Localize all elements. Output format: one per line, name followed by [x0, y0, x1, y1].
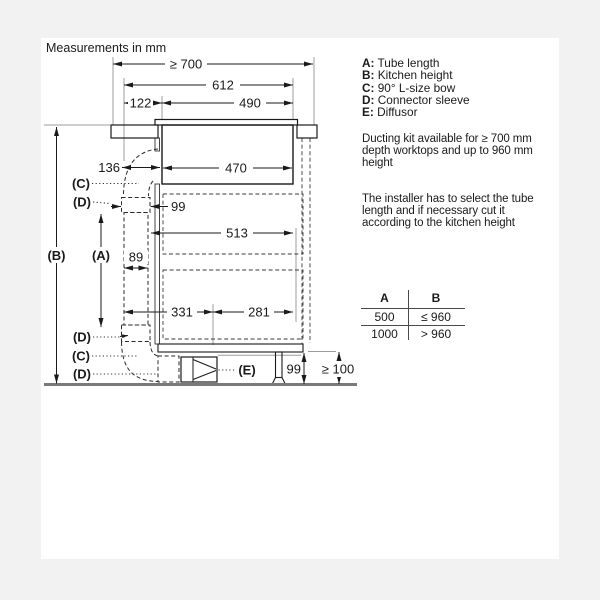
furniture-structure [44, 118, 357, 386]
dim-612: 612 [212, 78, 234, 93]
worktop-left [110, 124, 159, 139]
dim-99-sleeve: 99 [171, 199, 185, 214]
spec-card: ≥ 700 612 122 490 136 470 99 513 89 331 … [41, 38, 559, 559]
table-header-row: A B [361, 288, 465, 309]
dim-89: 89 [129, 250, 143, 265]
dim-136: 136 [98, 160, 120, 175]
label-B: (B) [47, 248, 65, 263]
table-header-a: A [380, 291, 389, 305]
cabinet-bottom-panel [157, 343, 304, 353]
tube-length-table: A B 500 ≤ 960 1000 > 960 [361, 288, 465, 342]
label-D-top: (D) [73, 195, 91, 210]
legend-item-e: E: Diffusor [362, 105, 418, 120]
label-D-bottom1: (D) [73, 330, 91, 345]
label-E: (E) [238, 363, 255, 378]
hob-top-plate [154, 118, 299, 126]
text-backings [46, 57, 356, 377]
installation-diagram: ≥ 700 612 122 490 136 470 99 513 89 331 … [44, 57, 357, 386]
dim-281: 281 [248, 305, 270, 320]
bottom-bow-outer-arc [121, 341, 159, 382]
page-title: Measurements in mm [46, 41, 167, 55]
table-header-b: B [431, 291, 441, 305]
extension-lines [44, 57, 336, 356]
cabinet-dashed-outlines [162, 138, 311, 344]
top-bow-inner-arc [148, 180, 154, 197]
table-row: 500 ≤ 960 [361, 309, 465, 326]
connector-sleeve-bottom [121, 324, 151, 342]
duct-channel-upper [154, 137, 160, 152]
dim-99-bottom: 99 [287, 362, 301, 377]
dim-490: 490 [239, 96, 261, 111]
hob-body [161, 124, 294, 185]
connector-sleeve-horizontal [157, 355, 180, 383]
adjustable-foot [271, 351, 286, 385]
dim-331: 331 [171, 305, 193, 320]
worktop-right [296, 124, 318, 139]
dim-470: 470 [225, 161, 247, 176]
legend-item-c: C: 90° L-size bow [362, 80, 456, 95]
dim-plinth-min: ≥ 100 [322, 362, 354, 377]
label-C-bottom: (C) [72, 349, 90, 364]
dim-513: 513 [226, 226, 248, 241]
legend-item-b: B: Kitchen height [362, 68, 453, 83]
diffusor [180, 356, 218, 383]
table-column-divider [408, 290, 409, 340]
ducting-kit [121, 148, 180, 383]
legend-item-a: A: Tube length [362, 56, 440, 70]
dim-depth-min: ≥ 700 [170, 57, 202, 72]
note-ducting-kit: Ducting kit available for ≥ 700 mm depth… [362, 133, 533, 170]
legend-item-d: D: Connector sleeve [362, 92, 470, 107]
label-A: (A) [92, 248, 110, 263]
table-row: 1000 > 960 [371, 327, 452, 341]
top-bow-outer-arc [123, 148, 159, 195]
dim-122: 122 [130, 96, 152, 111]
dimension-labels: ≥ 700 612 122 490 136 470 99 513 89 331 … [98, 57, 354, 377]
part-labels: (A) (B) (C) (D) (D) (C) (D) (E) [47, 176, 255, 382]
label-C-top: (C) [72, 176, 90, 191]
legend: A: Tube length B: Kitchen height C: 90° … [362, 57, 470, 118]
duct-channel-lower [154, 183, 160, 345]
tube [123, 212, 149, 326]
label-D-bottom2: (D) [73, 367, 91, 382]
connector-sleeve-top [121, 197, 151, 213]
dimension-lines [54, 61, 342, 384]
note-installer: The installer has to select the tube len… [362, 193, 534, 230]
